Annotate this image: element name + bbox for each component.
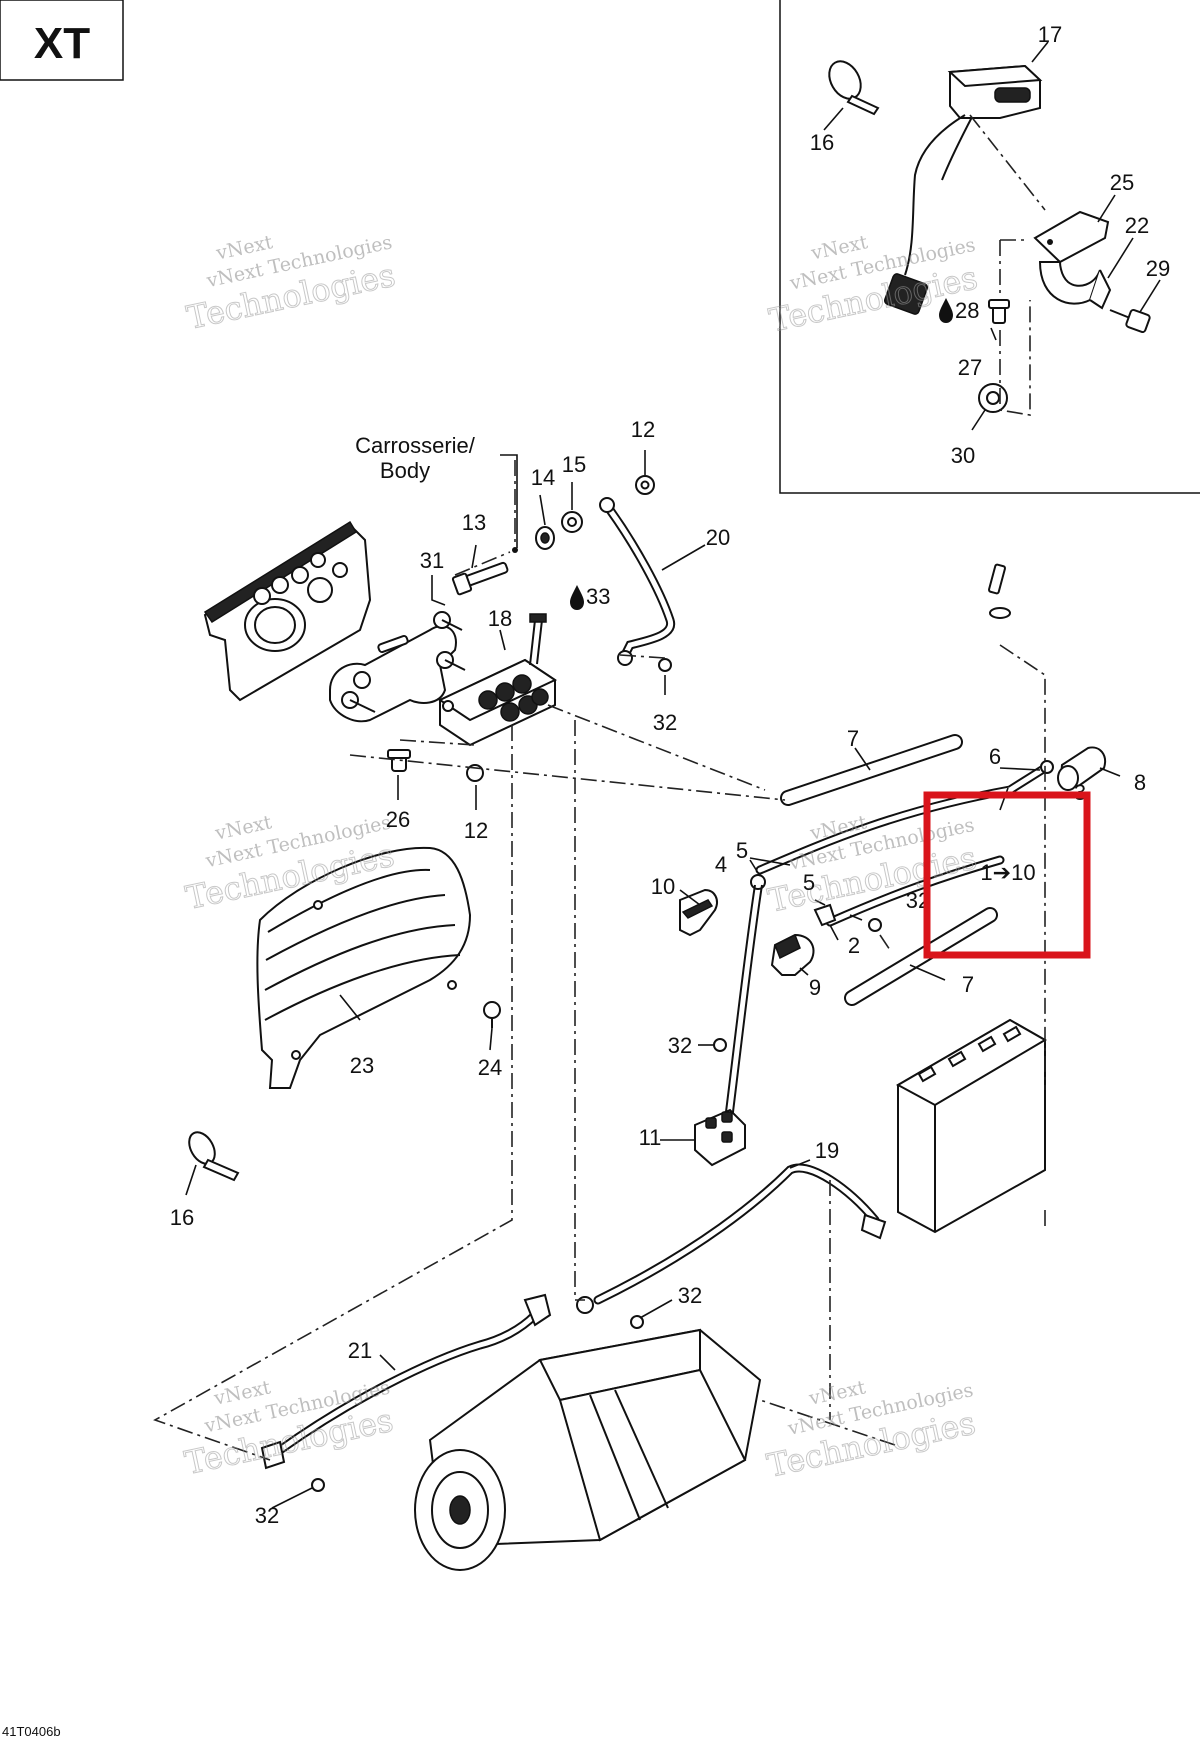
label-22: 22 [1125,213,1149,238]
oil-drop-icon-2 [570,585,584,610]
label-16-lower: 16 [170,1205,194,1230]
bolt-26 [387,749,411,772]
label-7-upper: 7 [847,726,859,751]
nut-32-b [868,918,882,932]
label-16-upper: 16 [810,130,834,155]
label-28: 28 [955,298,979,323]
label-20: 20 [706,525,730,550]
drawing-ref: 41T0406b [2,1724,61,1739]
nut-32-a [658,658,672,672]
label-33: 33 [586,584,610,609]
label-32-e: 32 [255,1503,279,1528]
boot-tube-lower [844,907,998,1006]
corner-tag-text: XT [34,19,90,68]
terminal-cover-10 [679,888,718,937]
highlight-box [923,791,1091,959]
battery [895,1018,1047,1234]
label-24: 24 [478,1055,502,1080]
terminal-cover-9 [770,933,815,976]
heat-shield-23 [256,846,472,1089]
nut-12-upper [635,475,655,495]
label-26: 26 [386,807,410,832]
bolt-13 [451,561,509,596]
label-5-lower: 5 [803,870,815,895]
bolt-29 [1109,308,1151,334]
mounting-bracket [1033,210,1112,310]
body-label-line1: Carrosserie/ [355,433,476,458]
label-4: 4 [715,852,727,877]
label-9: 9 [809,975,821,1000]
label-25: 25 [1110,170,1134,195]
label-15: 15 [562,452,586,477]
corner-tag: XT [0,0,124,81]
watermark-4: vNext vNext Technologies Technologies [764,811,980,920]
boot-tube-upper [780,734,963,806]
label-30: 30 [951,443,975,468]
cable-tie-upper [828,60,880,116]
label-6: 6 [989,744,1001,769]
inset-detail-box [779,0,1200,494]
label-27: 27 [958,355,982,380]
label-11: 11 [639,1125,662,1150]
solenoid-11 [694,1108,746,1167]
nut-15 [561,511,583,533]
body-label-line2: Body [380,458,430,483]
oil-drop-icon [939,298,953,323]
nut-30 [978,383,1008,413]
label-12-lower: 12 [464,818,488,843]
label-32-a: 32 [653,710,677,735]
label-10: 10 [651,874,675,899]
callout-range: 1➔10 [980,860,1035,885]
washer-14 [535,526,555,550]
winch-motor [414,1328,762,1571]
nut-32-e [311,1478,325,1492]
label-28-group: 28 [939,298,979,323]
nut-32-c [713,1038,727,1052]
label-14: 14 [531,465,555,490]
terminal-cover-8 [1057,746,1106,791]
bolt-top-right [987,563,1011,619]
label-5-upper: 5 [736,838,748,863]
label-17: 17 [1038,22,1062,47]
nut-32-d [630,1315,644,1329]
switch-housing [947,64,1043,119]
label-8: 8 [1134,770,1146,795]
label-33-group: 33 [570,584,610,610]
label-19: 19 [815,1138,839,1163]
label-32-d: 32 [678,1283,702,1308]
label-12-upper: 12 [631,417,655,442]
label-23: 23 [350,1053,374,1078]
label-7-lower: 7 [962,972,974,997]
mount-plate-31 [329,611,466,723]
label-2: 2 [848,933,860,958]
cable-19 [576,1163,887,1314]
cable-21 [260,1293,552,1470]
screw-27 [988,299,1010,324]
label-29: 29 [1146,256,1170,281]
label-18: 18 [488,606,512,631]
cable-tie-lower [188,1131,240,1182]
dash-plate [203,520,372,702]
relay-block-18 [437,613,558,747]
watermark-5: vNext vNext Technologies Technologies [181,1376,397,1482]
rivet-24 [483,1001,501,1028]
switch-connector [883,273,929,315]
label-21: 21 [348,1338,372,1363]
watermark-6: vNext vNext Technologies Technologies [763,1376,979,1485]
label-31: 31 [420,548,444,573]
watermark-1: vNext vNext Technologies Technologies [183,231,399,337]
label-32-c: 32 [668,1033,692,1058]
cable-20 [599,497,676,666]
label-13: 13 [462,510,486,535]
